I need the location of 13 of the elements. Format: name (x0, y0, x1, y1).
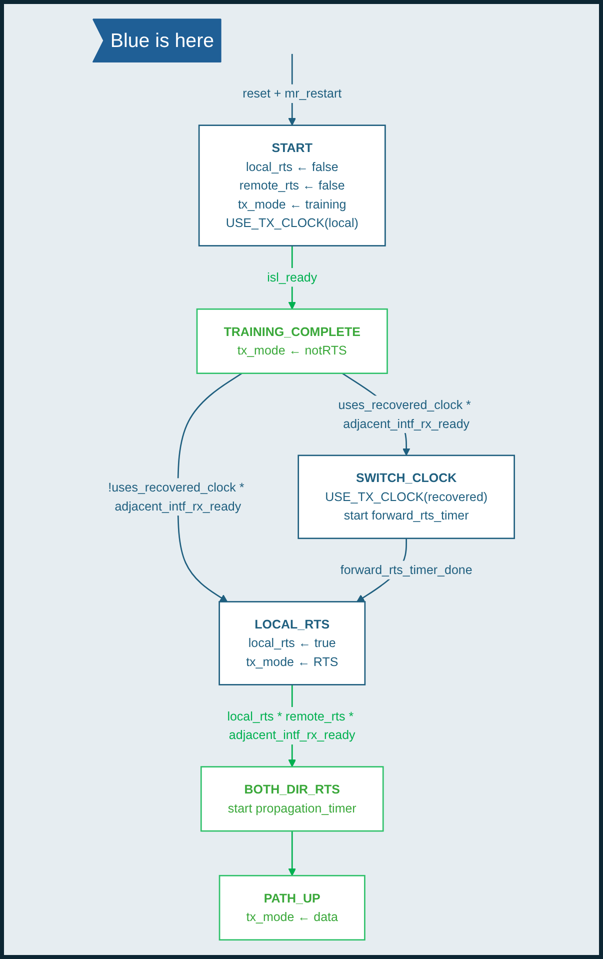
node-box: START local_rts ← false remote_rts ← false tx_mode ← training USE_TX_CLOCK(local) (198, 124, 386, 246)
node-box: TRAINING_COMPLETE tx_mode ← notRTS (196, 308, 388, 374)
edge-label: reset + mr_restart (242, 86, 342, 100)
edge-label: local_rts * remote_rts * adjacent_intf_rx_ready (227, 708, 356, 742)
edge-label: forward_rts_timer_done (340, 562, 472, 577)
edge-label: isl_ready (267, 270, 318, 284)
node-box: PATH_UP tx_mode ← data (218, 874, 366, 941)
arrow (288, 831, 296, 876)
edge-label: uses_recovered_clock * adjacent_intf_rx_ready (338, 397, 471, 430)
node-box: SWITCH_CLOCK USE_TX_CLOCK(recovered) start forward_rts_timer (298, 454, 515, 540)
node-box: LOCAL_RTS local_rts ← true tx_mode ← RTS (218, 601, 366, 686)
edge-label: !uses_recovered_clock * adjacent_intf_rx_ready (108, 480, 244, 513)
node-box: BOTH_DIR_RTS start propagation_timer (200, 766, 384, 832)
